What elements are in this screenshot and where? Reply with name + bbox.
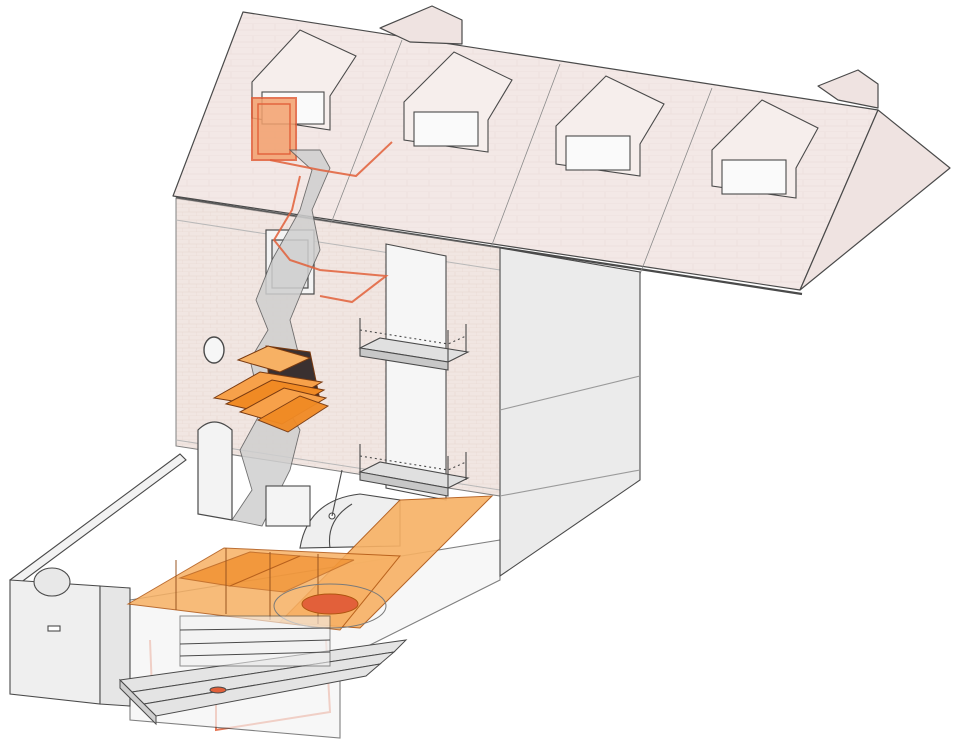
dormer-2 bbox=[403, 51, 513, 153]
arched-door bbox=[197, 421, 233, 521]
dormer-4 bbox=[711, 99, 819, 199]
roof bbox=[172, 5, 951, 296]
chimney-left bbox=[379, 5, 463, 45]
ground-window bbox=[265, 485, 311, 527]
stair-core bbox=[231, 149, 331, 527]
highlighted-stair bbox=[212, 345, 330, 433]
dormer-3 bbox=[555, 75, 665, 177]
basement-steps bbox=[118, 615, 408, 726]
oval-window bbox=[203, 336, 225, 364]
chimney-right bbox=[817, 69, 879, 109]
side-wall bbox=[499, 247, 641, 578]
orange-deck bbox=[126, 495, 494, 631]
dormer-1 bbox=[251, 29, 357, 161]
balcony-tower bbox=[358, 243, 470, 501]
roof-end-hip bbox=[799, 109, 951, 291]
